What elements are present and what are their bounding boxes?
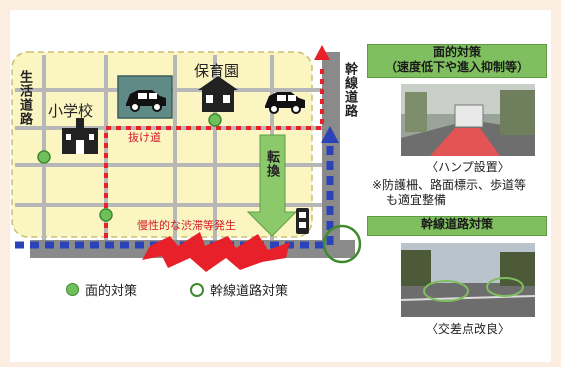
school-label: 小学校: [48, 102, 94, 120]
intersection-photo: [400, 243, 536, 317]
congestion-label: 慢性的な渋滞等発生: [137, 219, 236, 232]
hump-photo: [401, 84, 535, 156]
car-icon: [126, 90, 166, 112]
area-measure-header: 面的対策 （速度低下や進入抑制等）: [367, 44, 547, 78]
area-zone: [11, 51, 313, 238]
arterial-measure-ring: [322, 224, 362, 264]
arterial-measure-header: 幹線道路対策: [367, 216, 547, 236]
school-icon: [62, 118, 98, 154]
area-header-title: 面的対策: [432, 45, 481, 59]
cut-through-label: 抜け道: [128, 131, 161, 144]
legend-area-text: 面的対策: [85, 284, 138, 299]
note-line-1: ※防護柵、路面標示、歩道等: [372, 178, 527, 192]
note-line-2: も適宜整備: [386, 193, 447, 207]
legend-area: 面的対策: [66, 280, 137, 299]
divert-arrow: [246, 134, 298, 237]
hump-caption: 〈ハンプ設置〉: [426, 160, 510, 174]
cut-through-route: [104, 65, 324, 238]
arterial-route: [15, 140, 334, 249]
area-header-subtitle: （速度低下や進入抑制等）: [384, 60, 529, 74]
local-road-label: 生活道路: [17, 70, 32, 126]
house-icon: [198, 76, 238, 112]
red-arrow-head: [314, 45, 330, 60]
car-icon: [265, 92, 305, 114]
divert-label: 転換: [264, 150, 279, 178]
traffic-signal-icon: [296, 208, 309, 234]
intersection-caption: 〈交差点改良〉: [425, 322, 510, 336]
congestion-burst: [142, 232, 290, 272]
legend-arterial: 幹線道路対策: [190, 280, 288, 299]
legend-arterial-text: 幹線道路対策: [210, 284, 289, 299]
nursery-label: 保育園: [194, 62, 240, 80]
blue-arrow-head: [321, 126, 339, 143]
arterial-road-label: 幹線道路: [342, 62, 357, 118]
arterial-ring-icon: [190, 282, 204, 297]
area-dot-icon: [66, 283, 79, 296]
area-measure-points: [37, 113, 222, 222]
